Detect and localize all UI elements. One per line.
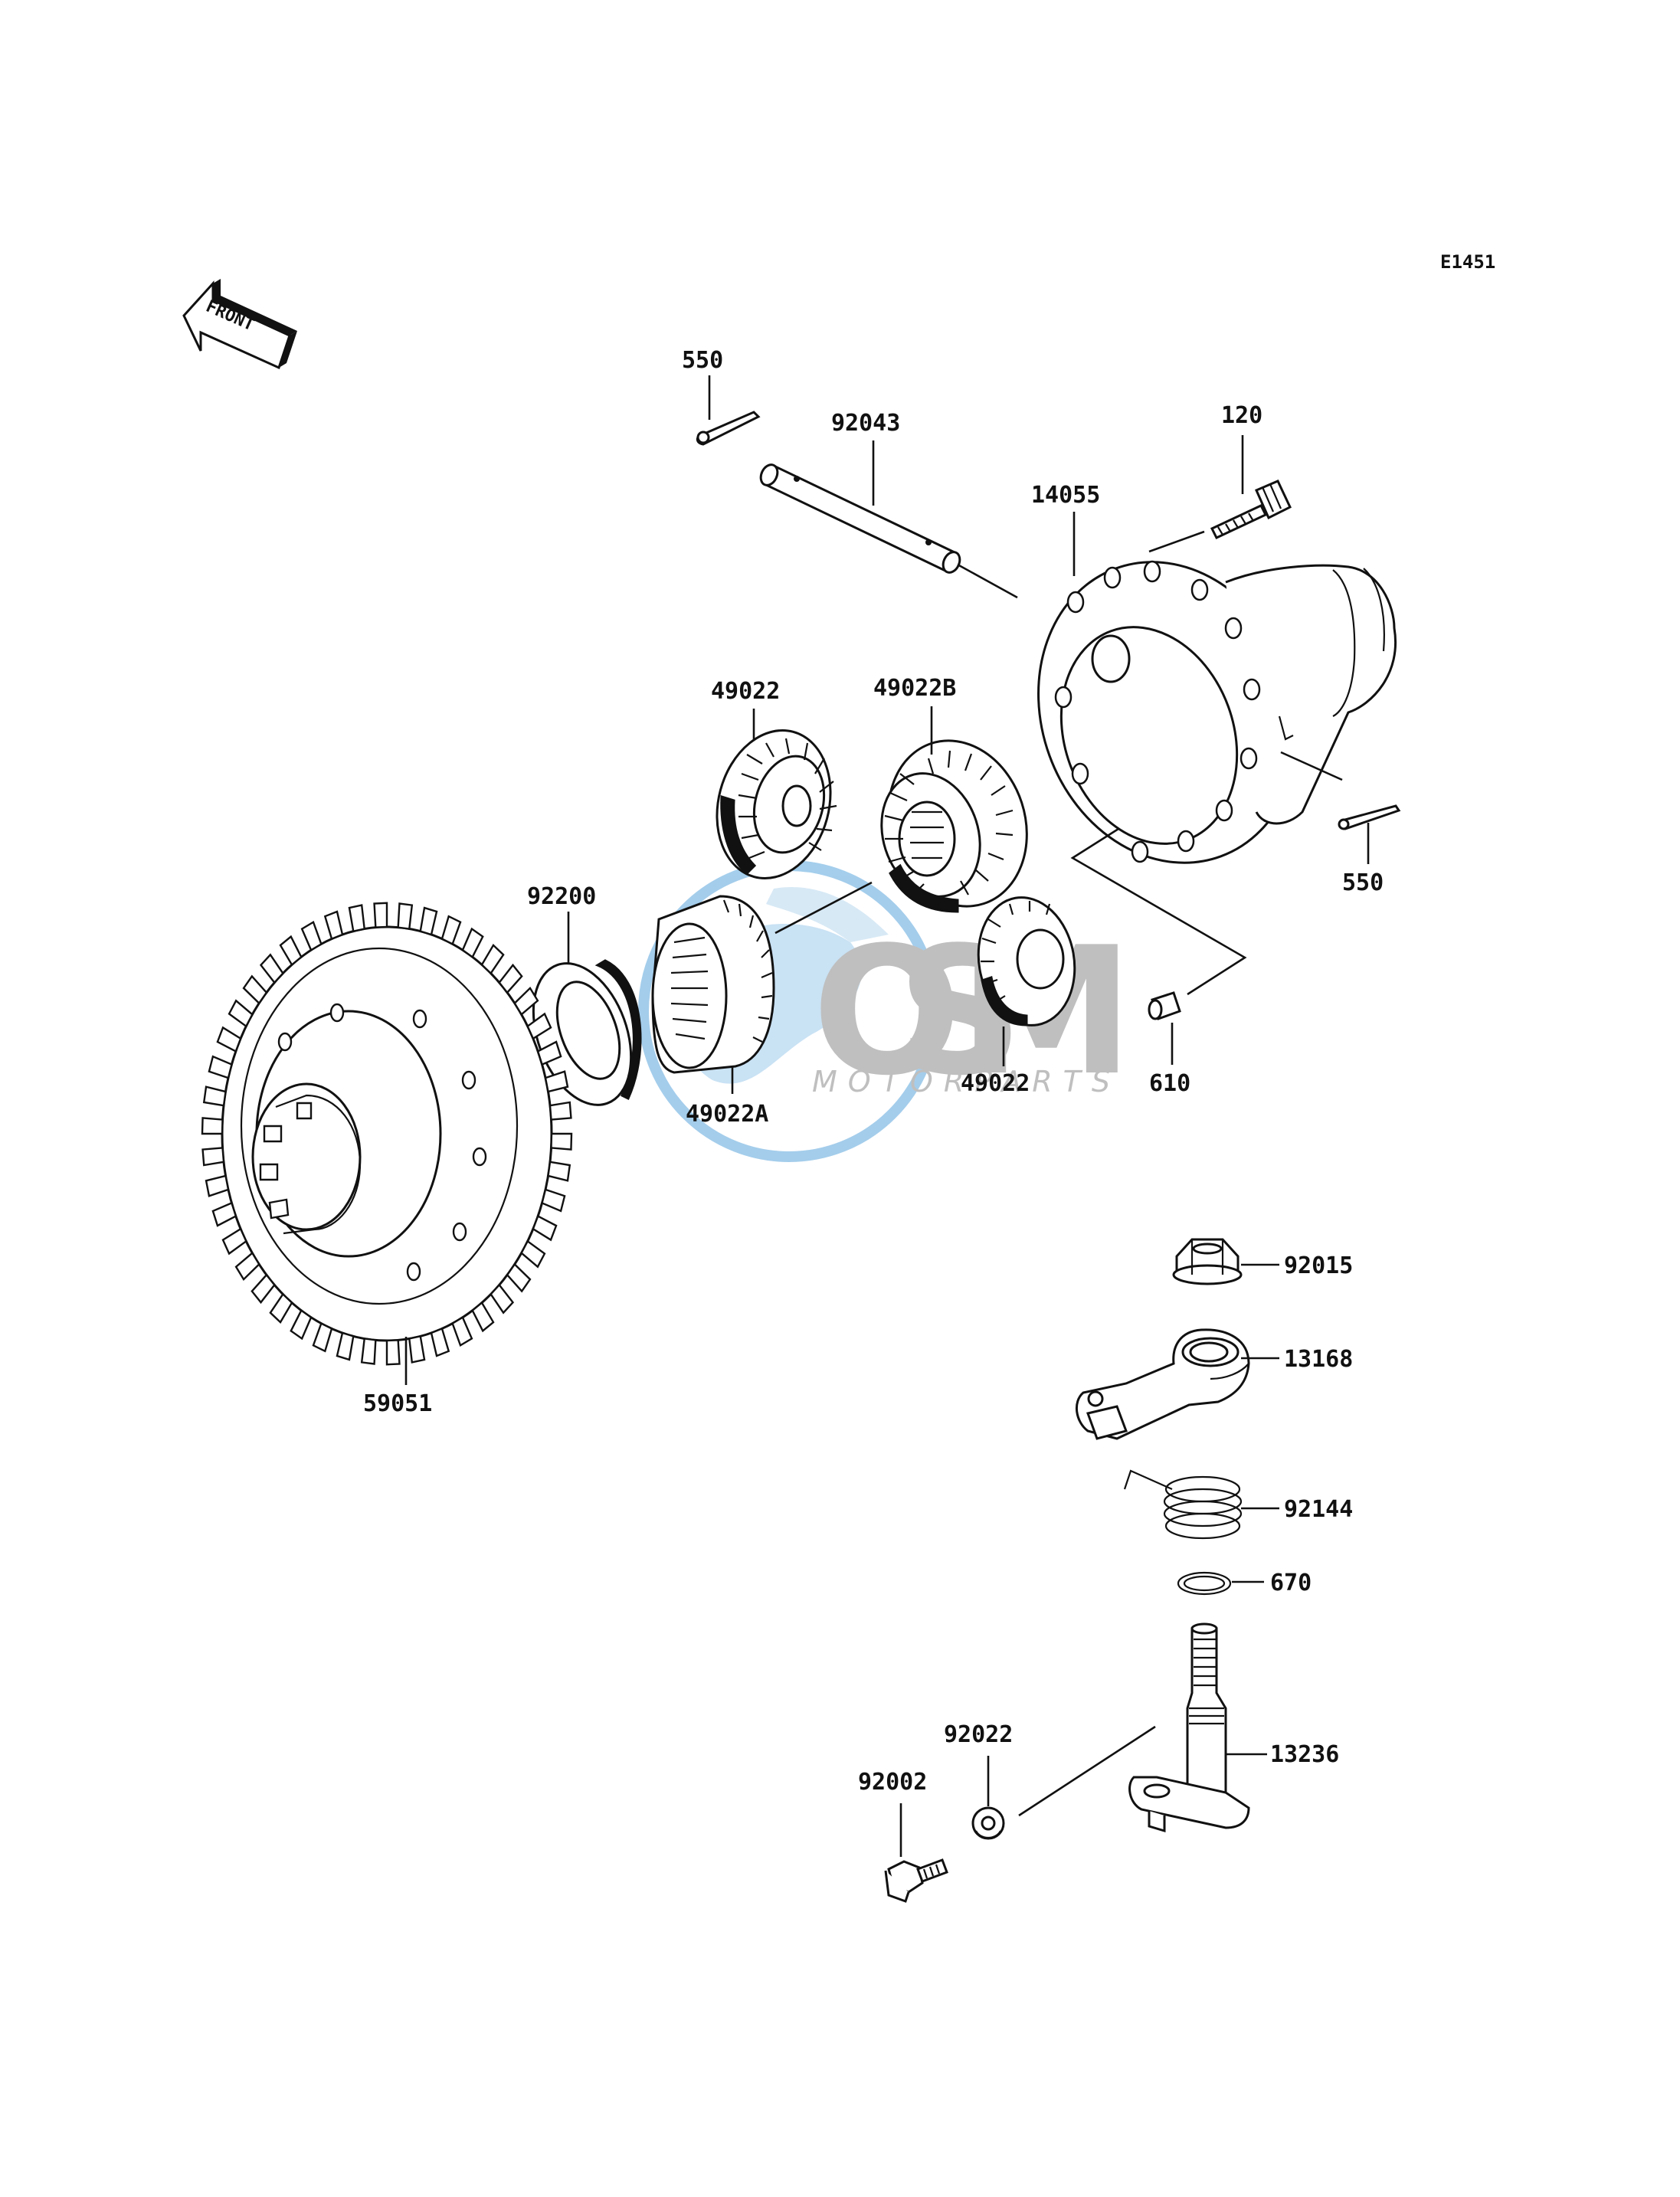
part-label-92002: 92002 (858, 1769, 927, 1796)
leader-49022B-diag (775, 881, 873, 935)
part-label-92015: 92015 (1284, 1252, 1353, 1279)
gear-tooth (536, 1040, 562, 1066)
gear-tooth (506, 1262, 532, 1293)
gear-tooth (211, 1201, 237, 1227)
gear-tooth (541, 1188, 566, 1213)
gear-tooth (440, 915, 462, 946)
leader-92043-case (957, 563, 1018, 599)
pinion-gear-2-icon (977, 896, 1076, 1026)
gear-tooth (323, 910, 344, 941)
part-label-92043: 92043 (831, 410, 900, 437)
part-label-13168: 13168 (1284, 1346, 1353, 1373)
part-label-49022-bottom: 49022 (961, 1070, 1030, 1097)
part-label-120: 120 (1221, 402, 1262, 429)
watermark-brand: OSM (812, 910, 1134, 1115)
gear-tooth (251, 1273, 276, 1305)
gear-tooth (397, 902, 414, 930)
gear-tooth (513, 987, 539, 1017)
gear-tooth (221, 1227, 247, 1256)
ring-gear-icon (201, 902, 573, 1366)
cotter-pin-2-icon (1338, 804, 1401, 830)
gear-tooth (480, 944, 505, 975)
gear-tooth (490, 1283, 515, 1315)
part-label-13236: 13236 (1270, 1741, 1339, 1768)
gear-tooth (201, 1147, 225, 1167)
gear-tooth (419, 906, 438, 936)
gear-tooth (550, 1132, 573, 1151)
part-label-49022A: 49022A (686, 1101, 768, 1128)
gear-tooth (451, 1315, 473, 1347)
lever-icon (1075, 1328, 1250, 1440)
part-label-14055: 14055 (1031, 482, 1100, 509)
gear-tooth (336, 1331, 355, 1361)
gear-tooth (208, 1055, 233, 1079)
leader-550-right (1280, 751, 1343, 781)
gear-tooth (290, 1308, 313, 1341)
watermark-subtitle: MOTORPARTS (812, 1065, 1121, 1098)
gear-tooth (201, 1117, 224, 1135)
gear-tooth (461, 927, 484, 959)
gear-tooth (549, 1101, 572, 1121)
gear-tooth (259, 953, 284, 984)
gear-tooth (520, 1239, 546, 1269)
part-label-550-top: 550 (682, 347, 723, 374)
gear-tooth (300, 920, 323, 952)
dowel-pin-icon (1148, 991, 1181, 1020)
part-label-92200: 92200 (527, 883, 596, 910)
leader-13236-washer (1018, 1725, 1156, 1817)
part-label-49022-top: 49022 (711, 678, 780, 705)
pinion-gear-icon (716, 729, 837, 879)
gear-tooth (547, 1161, 571, 1182)
shaft-lever-icon (1128, 1622, 1250, 1833)
gear-tooth (234, 1251, 260, 1281)
part-label-92022: 92022 (944, 1721, 1013, 1748)
washer-2-icon (971, 1806, 1005, 1840)
part-label-49022B: 49022B (873, 675, 956, 702)
bolt-icon (1210, 480, 1292, 539)
nut-icon (1172, 1238, 1243, 1285)
leader-120-case (1148, 530, 1205, 553)
gear-tooth (498, 963, 523, 994)
gear-tooth (216, 1026, 242, 1053)
gear-tooth (279, 935, 303, 967)
gear-tooth (471, 1301, 495, 1333)
cotter-pin-icon (696, 411, 761, 446)
gear-tooth (408, 1334, 426, 1364)
gear-tooth (532, 1214, 558, 1242)
part-label-59051: 59051 (363, 1390, 432, 1417)
gear-tooth (312, 1321, 333, 1353)
gear-tooth (544, 1070, 569, 1093)
gear-tooth (242, 974, 268, 1005)
differential-case-icon (1037, 560, 1397, 864)
bolt-2-icon (884, 1858, 948, 1903)
side-gear-b-icon (880, 739, 1028, 913)
pinion-shaft-icon (759, 463, 961, 574)
gear-tooth (526, 1012, 552, 1040)
front-arrow-icon: FRONT (182, 279, 297, 370)
gear-tooth (360, 1338, 377, 1365)
part-label-92144: 92144 (1284, 1496, 1353, 1523)
washer-icon (532, 959, 642, 1106)
gear-tooth (348, 904, 366, 933)
side-gear-a-icon (651, 895, 775, 1074)
gear-tooth (373, 902, 388, 928)
leader-610 (1070, 827, 1247, 996)
gear-tooth (385, 1339, 401, 1366)
gear-tooth (202, 1085, 227, 1107)
gear-tooth (205, 1174, 230, 1197)
part-label-610: 610 (1149, 1070, 1190, 1097)
part-label-550-right: 550 (1342, 869, 1384, 896)
circlip-icon (1177, 1571, 1232, 1596)
spring-icon (1123, 1469, 1243, 1540)
gear-tooth (228, 999, 254, 1028)
gear-tooth (269, 1292, 293, 1324)
diagram-code: E1451 (1440, 251, 1495, 273)
part-label-670: 670 (1270, 1570, 1312, 1596)
gear-tooth (430, 1327, 450, 1357)
